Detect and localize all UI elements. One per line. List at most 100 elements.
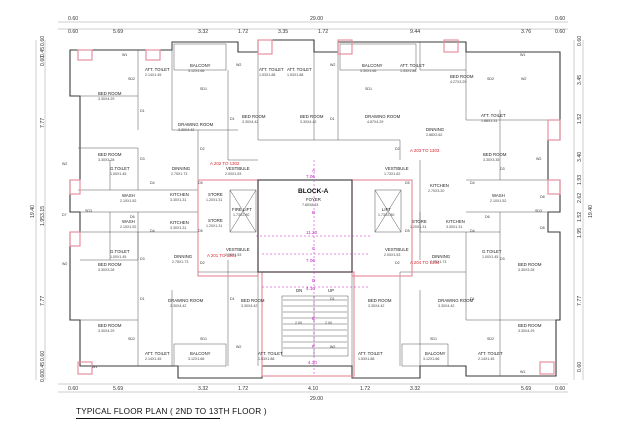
door-tag: D4 [470,181,475,185]
door-tag: SD2 [487,77,494,81]
dim-text: 3.32 [198,29,208,35]
room-name: DRAWING ROOM [438,298,474,303]
dim-text: 1.95 [40,216,46,226]
room-size: 3.30X4.42 [242,120,258,124]
unit-top-middle: ATT. TOILET 1.53X1.88 BED ROOM 3.30X4.42… [242,67,324,124]
lift-size: 1.73X2.80 [378,213,394,217]
room-size: 1.53X1.88 [400,69,416,73]
room-name: DINNING [172,166,191,171]
room-size: 2.00X1.53 [225,253,241,257]
room-size: 3.12X1.66 [188,357,204,361]
room-size: 3.30X1.31 [170,226,186,230]
room-size: 2.00X1.53 [225,172,241,176]
room-name: ATT. TOILET [258,351,283,356]
room-name: ATT. TOILET [287,67,312,72]
room-name: ATT. TOILET [145,351,170,356]
room-size: 3.30X3.28 [98,158,114,162]
room-name: WASH [492,193,505,198]
door-tag: D1 [470,297,475,301]
room-size: 3.30X1.66 [360,69,376,73]
room-size: 1.88X1.31 [481,119,497,123]
door-tag: W2 [536,157,541,161]
room-name: BED ROOM [98,152,122,157]
room-name: DRAWING ROOM [178,122,214,127]
dim-text: 3.76 [521,29,531,35]
overall-width-top: 29.00 [310,16,323,22]
axis-marker: F [312,344,315,349]
room-size: 1.00X1.45 [482,255,498,259]
dim-text: 1.52 [577,114,583,124]
core-dim: 7.06 [306,174,315,179]
room-name: DINNING [174,254,193,259]
dim-text: 5.69 [521,386,531,392]
door-tag: W1 [520,53,525,57]
door-tag: SD3 [535,209,542,213]
door-tag: W2 [236,345,241,349]
door-tag: D5 [198,181,203,185]
door-tag: W2 [521,77,526,81]
door-tag: D5 [198,229,203,233]
unit-label: A 201 TO 1301 [207,253,237,258]
room-size: 2.10X1.52 [120,225,136,229]
room-size: 3.30X3.28 [98,268,114,272]
room-name: WASH [122,193,135,198]
unit-label: A 202 TO 1302 [210,161,240,166]
room-size: 2.10X1.52 [120,199,136,203]
bottom-dimension-row: 0.60 5.69 3.32 1.72 4.10 1.72 3.32 5.69 … [68,386,565,402]
dim-text: 19.40 [30,205,36,218]
unit-label: A 203 TO 1303 [410,148,440,153]
room-name: BED ROOM [242,114,266,119]
room-name: BED ROOM [368,298,392,303]
room-name: BALCONY [362,63,383,68]
room-name: KITCHEN [170,220,189,225]
unit-top-left: BED ROOM 3.30X4.29 ATT. TOILET 2.14X1.45… [98,63,250,203]
door-tag: D8 [540,226,545,230]
room-size: 1.20X1.31 [206,198,222,202]
dim-text: 9.44 [410,29,420,35]
room-name: ATT. TOILET [481,113,506,118]
dim-text: 3.35 [278,29,288,35]
door-tag: D3 [140,157,145,161]
door-tag: D1 [140,297,145,301]
room-size: 3.12X1.66 [188,69,204,73]
room-size: 1.53X1.88 [358,357,374,361]
room-size: 2.88X2.62 [426,133,442,137]
dim-text: 0.60 [68,29,78,35]
room-name: VESTIBULE [226,166,250,171]
dim-text: 3.40 [577,152,583,162]
dim-text: 0.45 [40,362,46,372]
room-size: 2.75X1.73 [172,260,188,264]
room-size: 4.87X4.29 [367,120,383,124]
title-underline [76,418,220,419]
door-tag: SD1 [365,87,372,91]
dim-text: 0.60 [40,351,46,361]
dim-text: 1.72 [318,29,328,35]
room-size: 3.30X1.31 [170,198,186,202]
door-tag: D2 [200,147,205,151]
fire-lift-label: FIRE LIFT [232,207,252,212]
room-name: ATT. TOILET [358,351,383,356]
room-name: DINNING [426,127,445,132]
stair-up: UP [328,288,334,293]
room-size: 1.00X1.45 [110,172,126,176]
room-size: 3.30X4.42 [241,304,257,308]
foyer-size: 7.80X8.33 [302,203,318,207]
dim-text: 0.60 [68,16,78,22]
room-name: DRAWING ROOM [365,114,401,119]
room-name: BALCONY [190,63,211,68]
room-name: BED ROOM [98,262,122,267]
dim-text: 19.40 [588,205,594,218]
top-dimension-row: 0.60 5.69 3.32 1.72 3.35 1.72 9.44 3.76 … [68,16,565,35]
door-tag: D6 [130,215,135,219]
dim-text: 7.77 [40,296,46,306]
door-tag: D3 [500,257,505,261]
dim-text: 5.69 [113,386,123,392]
room-size: 3.30X3.35 [483,158,499,162]
dimension-lines [35,21,584,393]
block-label: BLOCK-A [298,188,329,195]
room-name: BED ROOM [98,91,122,96]
door-tag: D4 [470,229,475,233]
structural-columns [69,39,561,377]
room-name: BED ROOM [518,262,542,267]
